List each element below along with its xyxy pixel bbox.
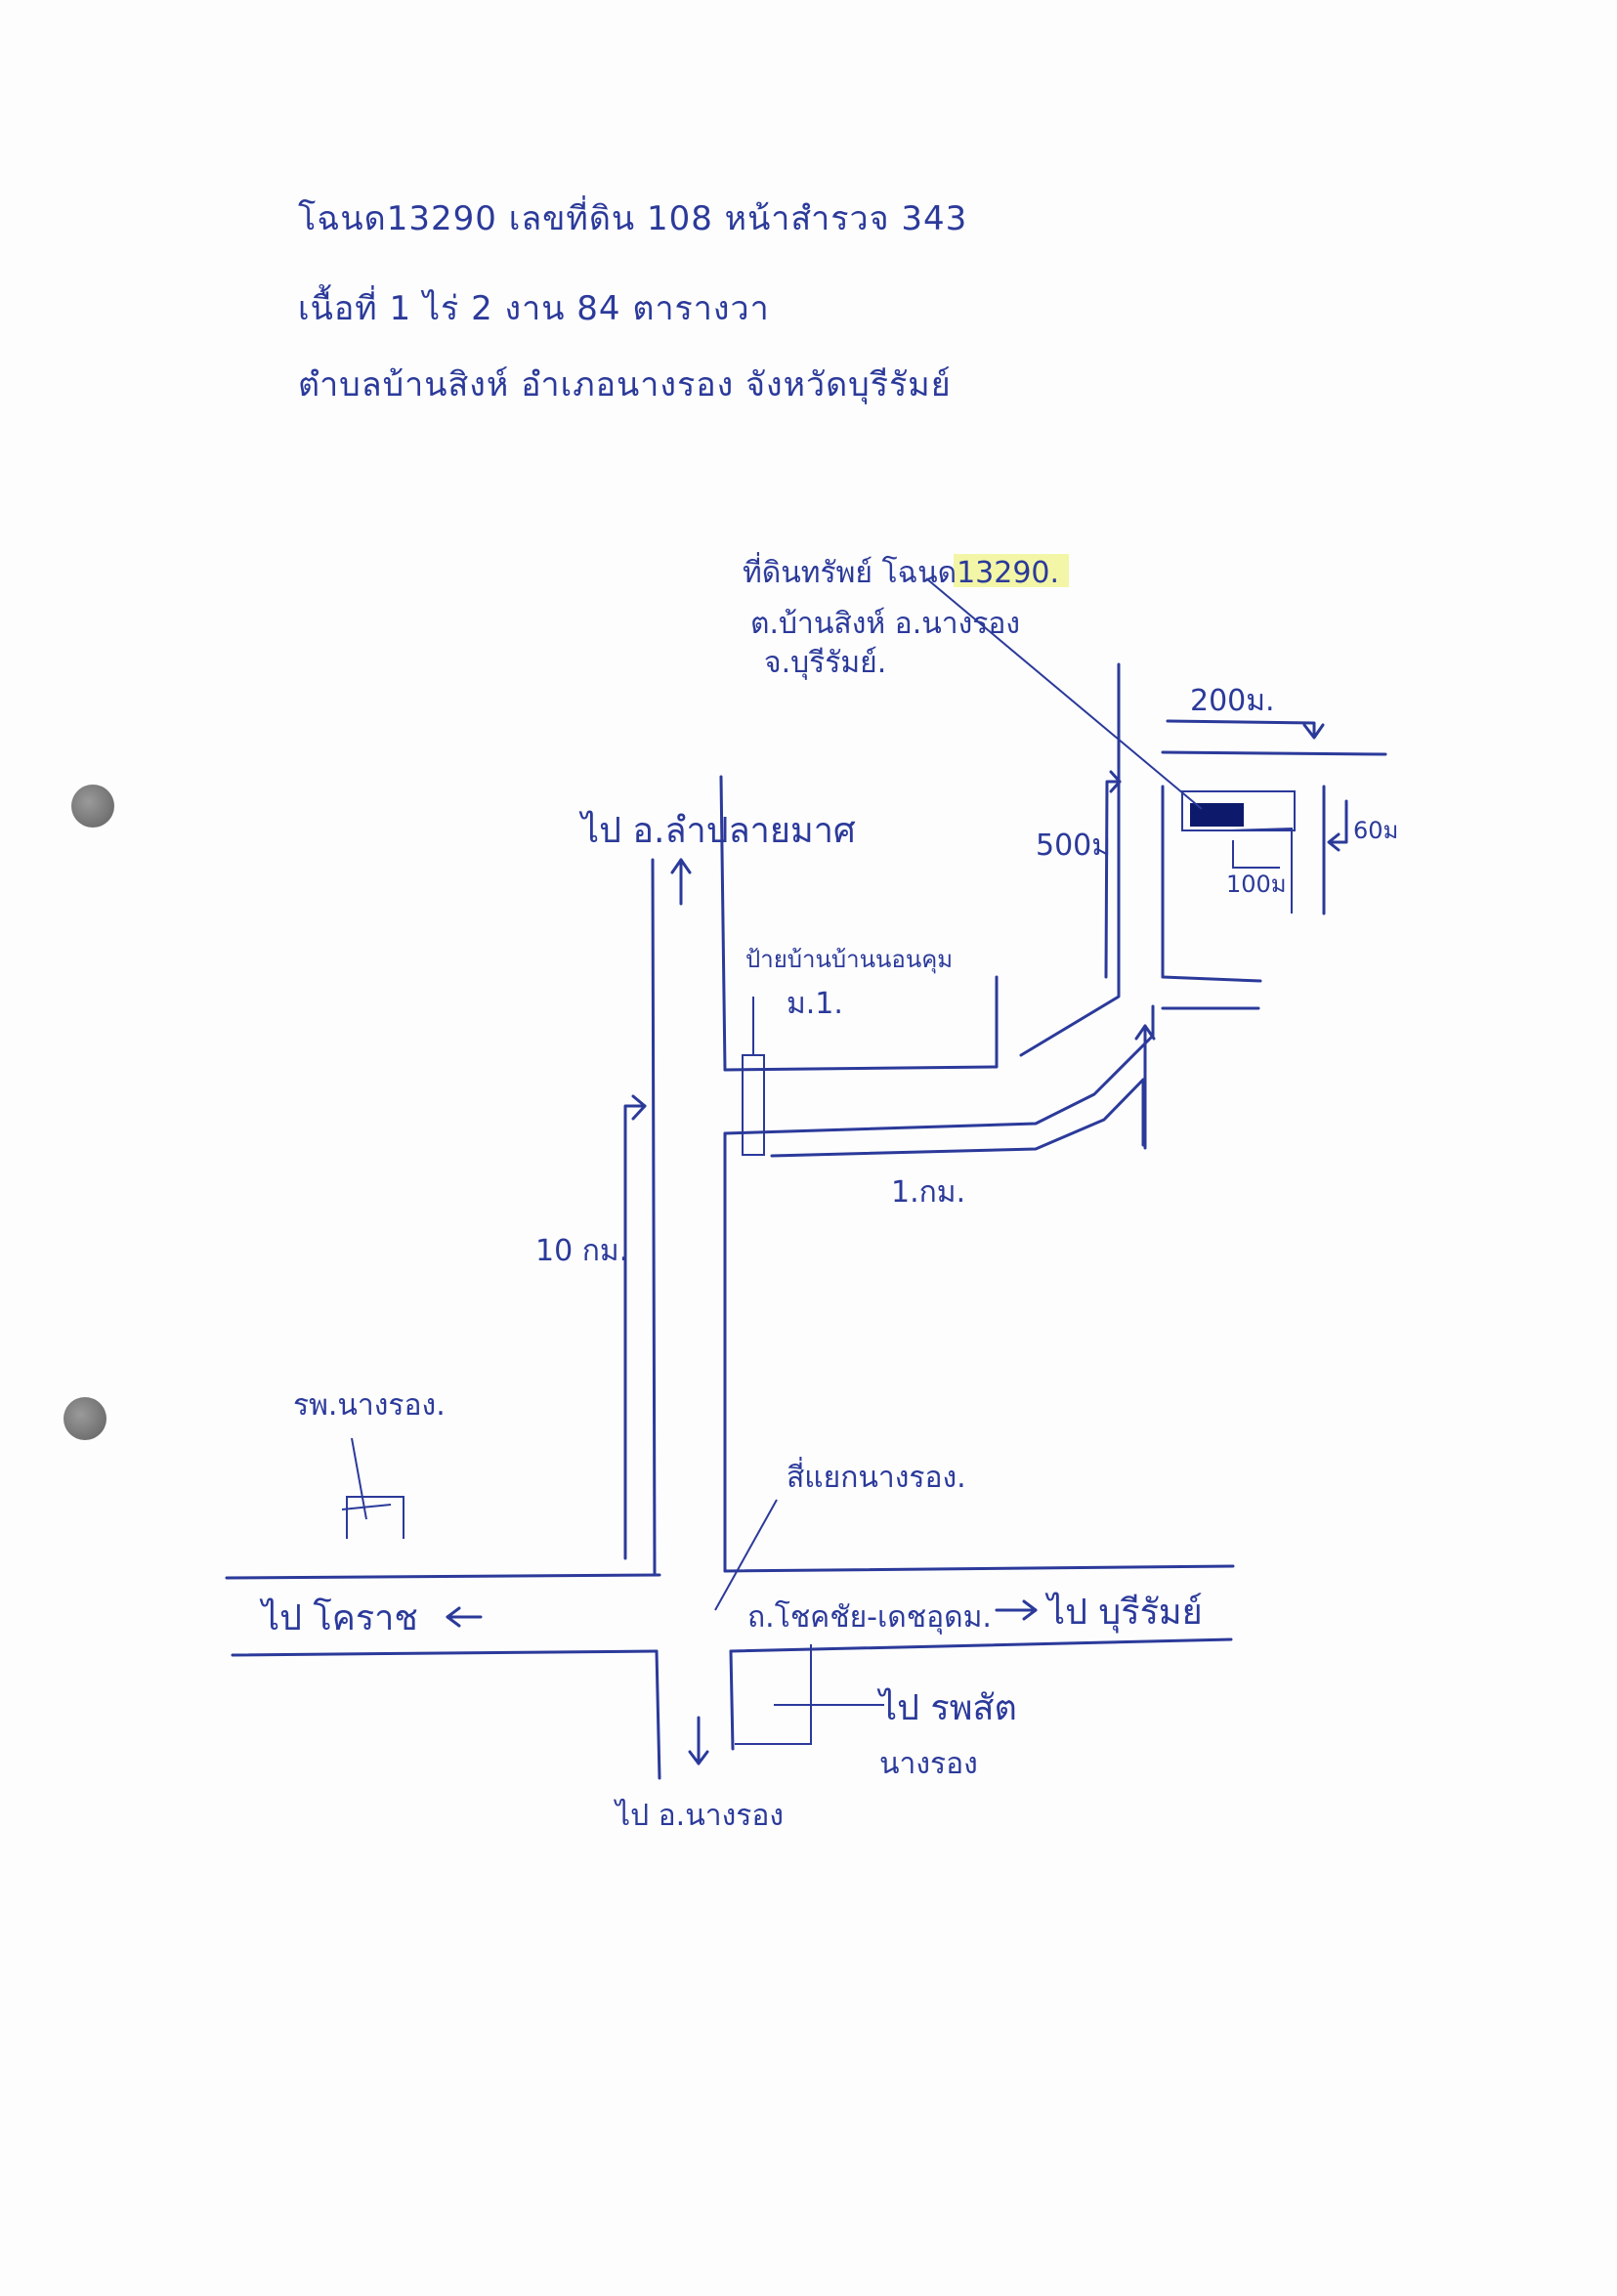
label-highway: ถ.โชคชัย-เดชอุดม. xyxy=(747,1599,992,1636)
label-to-lamplaimat: ไป อ.ลำปลายมาศ xyxy=(578,810,856,851)
area-line: เนื้อที่ 1 ไร่ 2 งาน 84 ตารางวา xyxy=(298,289,770,328)
label-dist-500m: 500ม xyxy=(1036,829,1111,863)
parcel-boundary xyxy=(1230,827,1293,914)
punch-hole xyxy=(71,785,114,828)
arrow-500m xyxy=(1104,770,1122,979)
property-note-line3: จ.บุรีรัมย์. xyxy=(764,646,886,681)
label-village-moo: ม.1. xyxy=(787,987,843,1021)
property-note-line2: ต.บ้านสิงห์ อ.นางรอง xyxy=(750,607,1020,641)
arrow-200m xyxy=(1166,719,1325,740)
label-dist-200m: 200ม. xyxy=(1190,684,1275,718)
location-line: ตำบลบ้านสิงห์ อำเภอนางรอง จังหวัดบุรีรัม… xyxy=(298,365,952,404)
local-hospital-marker xyxy=(735,1644,884,1745)
property-pointer-line xyxy=(925,577,1203,810)
label-dist-100m: 100ม xyxy=(1226,871,1287,898)
property-note-line1: ที่ดินทรัพย์ โฉนด13290. xyxy=(743,552,1059,590)
intersection-pointer xyxy=(714,1499,778,1611)
arrow-south xyxy=(688,1716,709,1765)
arrow-60m xyxy=(1327,799,1348,852)
village-road xyxy=(723,662,1387,1158)
arrow-10km xyxy=(623,1094,647,1560)
label-dist-60m: 60ม xyxy=(1353,817,1398,844)
label-dist-10km: 10 กม. xyxy=(535,1234,628,1268)
label-to-nangrong-district: ไป อ.นางรอง xyxy=(614,1798,784,1833)
parcel-dimension-100m xyxy=(1232,840,1280,869)
arrow-north xyxy=(670,858,692,906)
label-nangrong: นางรอง xyxy=(879,1747,978,1781)
arrow-to-khorat xyxy=(446,1606,483,1628)
label-to-buriram: ไป บุรีรัมย์ xyxy=(1044,1592,1203,1634)
south-road xyxy=(655,1649,735,1780)
arrow-to-buriram xyxy=(995,1599,1038,1621)
arrow-1km xyxy=(1134,1024,1156,1150)
label-to-local-hospital: ไป รพสัต xyxy=(876,1687,1017,1728)
deed-title-line: โฉนด13290 เลขที่ดิน 108 หน้าสำรวจ 343 xyxy=(298,199,968,238)
north-road xyxy=(651,775,727,1577)
label-village-sign: ป้ายบ้านบ้านนอนคุม xyxy=(745,946,953,974)
punch-hole xyxy=(64,1397,106,1440)
label-dist-1km: 1.กม. xyxy=(891,1175,965,1210)
deed-number-highlight xyxy=(954,554,1069,587)
label-hospital: รพ.นางรอง. xyxy=(293,1388,446,1423)
highway-road xyxy=(225,1564,1235,1657)
hospital-marker xyxy=(341,1437,404,1539)
label-intersection: สี่แยกนางรอง. xyxy=(787,1457,966,1495)
label-to-khorat: ไป โคราช xyxy=(259,1597,418,1638)
